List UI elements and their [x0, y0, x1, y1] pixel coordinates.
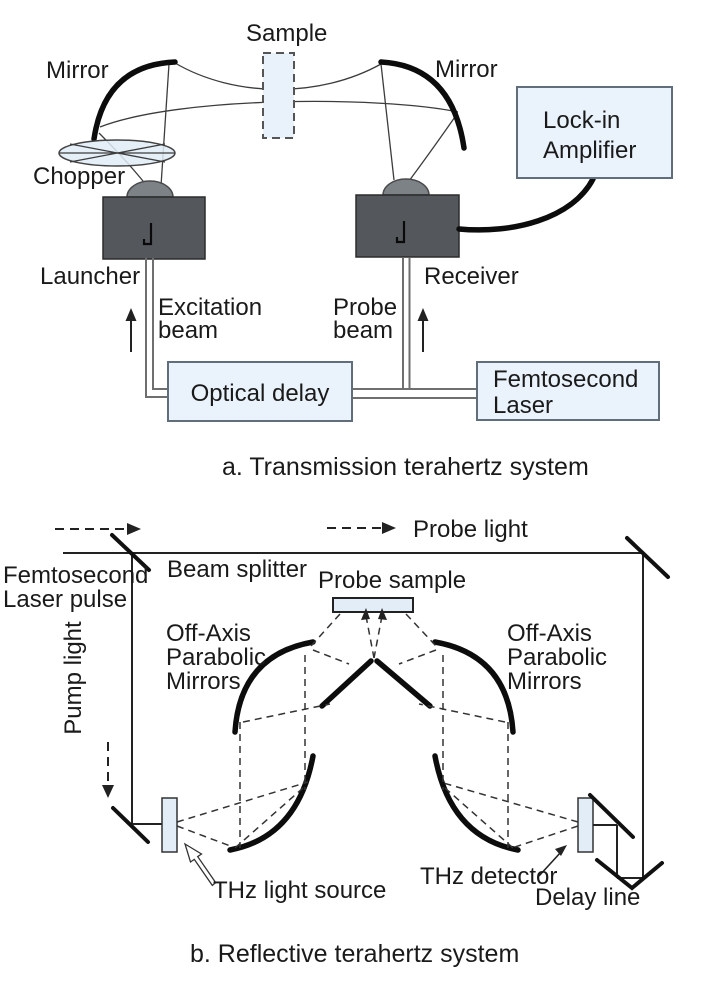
delay-retroreflector: [595, 858, 664, 891]
offaxis-left-label-line3: Mirrors: [166, 668, 241, 695]
thz-source-pointer-arrow-icon: [183, 842, 217, 887]
sample-ray-arrow-head-left-icon: [361, 608, 370, 620]
figure-a-transmission-system: Sample Mirror Mirror Chopper Lock-in Amp…: [33, 20, 673, 481]
input-arrow-head-icon: [127, 523, 141, 535]
optical-delay-box: [167, 361, 353, 422]
offaxis-left-label-line1: Off-Axis: [166, 620, 251, 647]
lockin-amplifier-box: [516, 86, 673, 179]
beam-right-vertical: [380, 63, 395, 181]
mirror-right-label: Mirror: [435, 56, 498, 83]
excitation-pipe-inner: [152, 258, 168, 390]
receiver-antenna-icon: [395, 221, 406, 244]
sample-ray-narrow-left: [365, 615, 375, 659]
sample-ray-narrow-right: [373, 615, 383, 659]
chopper-wheel: [58, 139, 176, 167]
probe-sample-label: Probe sample: [318, 567, 466, 594]
thz-ray-right-2: [514, 825, 579, 848]
offaxis-right-label-line1: Off-Axis: [507, 620, 592, 647]
offaxis-right-label-line2: Parabolic: [507, 644, 607, 671]
curved-mirror-left: [91, 59, 178, 142]
laser-label-line2: Laser: [493, 392, 553, 419]
thz-detector-pointer-head-icon: [555, 845, 567, 856]
sample-label: Sample: [246, 20, 327, 47]
delay-line-mirror: [588, 793, 635, 839]
sample-cell: [262, 52, 295, 139]
receiver-lockin-cable: [456, 176, 596, 233]
launcher-label: Launcher: [40, 263, 140, 290]
thz-ray-right-5: [398, 649, 437, 665]
lockin-label-line2: Amplifier: [543, 137, 636, 164]
beam-right-curve: [408, 113, 458, 182]
excitation-pipe-outer: [145, 258, 168, 398]
thz-source-label: THz light source: [213, 877, 386, 904]
offaxis-right-label-line3: Mirrors: [507, 668, 582, 695]
probe-sample-plate: [332, 597, 414, 613]
thz-detector-pointer-line: [538, 851, 562, 877]
thz-detector-crystal: [577, 797, 594, 853]
pump-light-arrow-head-icon: [102, 785, 114, 798]
figure-a-caption: a. Transmission terahertz system: [222, 453, 589, 481]
parabolic-mirror-left-lower: [227, 753, 316, 853]
parabolic-mirror-right-upper: [432, 639, 516, 735]
launcher-antenna-icon: [142, 223, 153, 246]
receiver-label: Receiver: [424, 263, 519, 290]
top-right-fold-mirror: [625, 536, 670, 579]
curved-mirror-right: [378, 59, 467, 151]
probe-beam-label-line1: Probe: [333, 294, 397, 321]
thz-ray-left-3: [234, 787, 304, 849]
roof-mirror-right-face: [374, 658, 433, 709]
beam-splitter-mirror: [110, 533, 151, 572]
excitation-beam-label-line2: beam: [158, 317, 218, 344]
thz-ray-left-2: [176, 825, 234, 848]
probe-beam-label-line2: beam: [333, 317, 393, 344]
probe-light-label: Probe light: [413, 516, 528, 543]
lockin-label-line1: Lock-in: [543, 107, 620, 134]
launcher-lens-dome: [126, 180, 174, 198]
left-fold-mirror: [111, 806, 150, 844]
figure-b-caption: b. Reflective terahertz system: [190, 940, 519, 968]
thz-ray-right-3: [444, 787, 514, 849]
figure-b-reflective-system: Probe light Beam splitter Femtosecond La…: [3, 516, 670, 968]
beam-left-vertical: [160, 63, 170, 187]
parabolic-mirror-left-upper: [232, 639, 316, 735]
thz-ray-left-5: [312, 649, 350, 665]
laser-pulse-label-line1: Femtosecond: [3, 562, 148, 589]
chopper-label: Chopper: [33, 163, 125, 190]
receiver-box: [355, 194, 460, 258]
thz-source-crystal: [161, 797, 178, 853]
roof-mirror-left-face: [319, 658, 374, 709]
thz-ray-left-4: [242, 703, 331, 723]
sample-ray-wide-left: [310, 613, 341, 647]
excitation-beam-label-line1: Excitation: [158, 294, 262, 321]
delay-line-label: Delay line: [535, 884, 640, 911]
femtosecond-laser-box: [476, 361, 660, 421]
mirror-left-label: Mirror: [46, 57, 109, 84]
sample-ray-arrow-head-right-icon: [378, 608, 387, 620]
offaxis-left-label-line2: Parabolic: [166, 644, 266, 671]
beam-splitter-label: Beam splitter: [167, 556, 307, 583]
laser-label-line1: Femtosecond: [493, 366, 638, 393]
probe-arrow-head-icon: [417, 308, 429, 321]
thz-ray-left-1: [176, 781, 309, 823]
pump-light-label: Pump light: [60, 621, 87, 735]
optical-delay-label: Optical delay: [191, 380, 330, 407]
probe-light-arrow-head-icon: [382, 522, 396, 534]
thz-detector-label: THz detector: [420, 863, 557, 890]
excitation-arrow-head-icon: [125, 308, 137, 321]
receiver-lens-dome: [382, 178, 430, 196]
laser-pulse-label-line2: Laser pulse: [3, 586, 127, 613]
parabolic-mirror-right-lower: [432, 753, 521, 853]
launcher-box: [102, 196, 206, 260]
sample-ray-wide-right: [405, 613, 437, 647]
thz-ray-right-4: [418, 703, 506, 723]
